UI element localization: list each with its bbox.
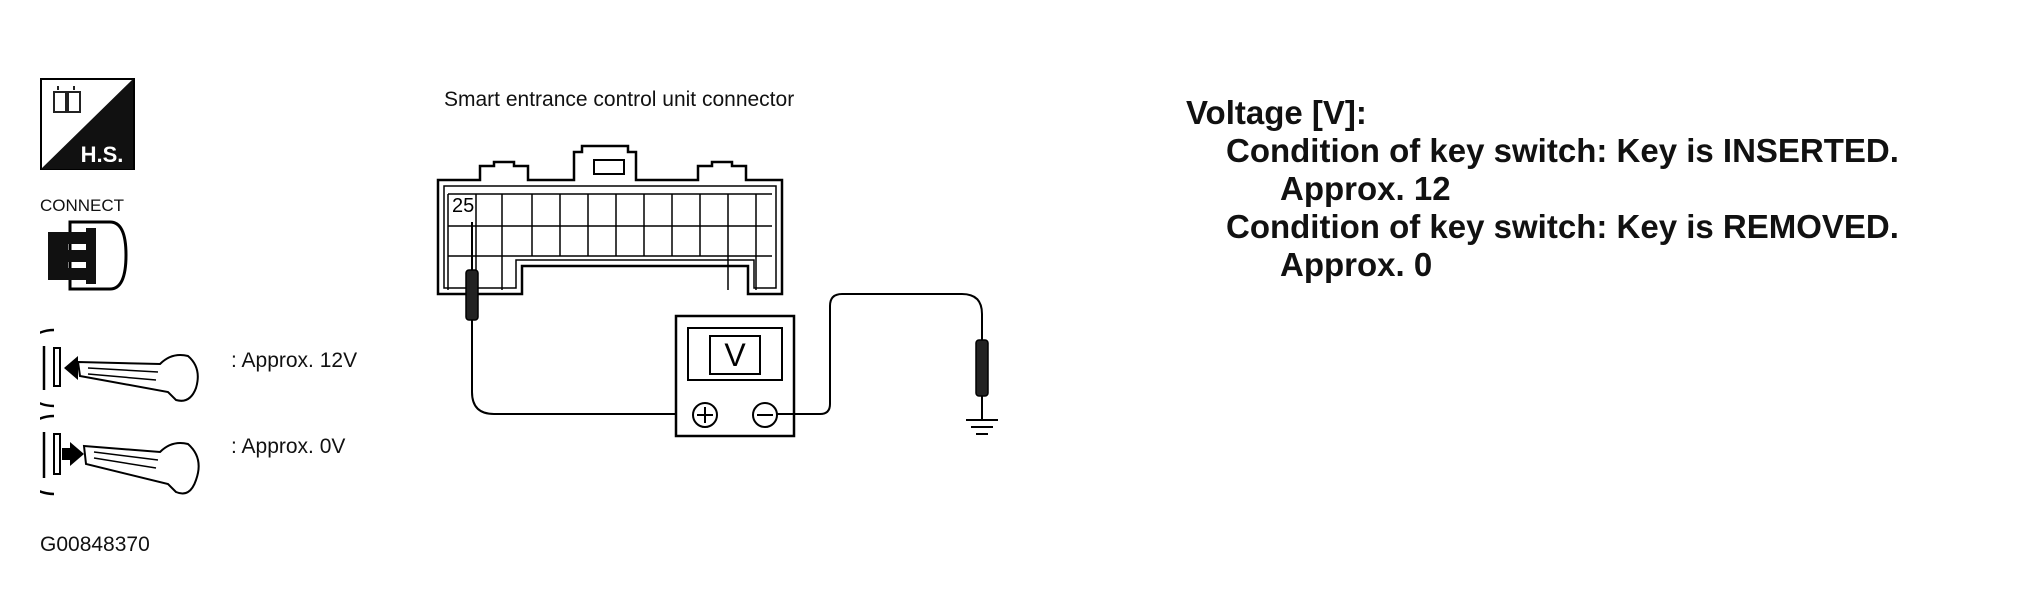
- figure-id: G00848370: [40, 533, 150, 556]
- pin-number: 25: [452, 195, 474, 217]
- connect-label: CONNECT: [40, 196, 125, 215]
- connector-outline: [436, 144, 784, 296]
- key-inserted-icon: [40, 328, 199, 408]
- key-removed-label: : Approx. 0V: [231, 435, 346, 458]
- spec-condition-removed: Condition of key switch: Key is REMOVED.: [1226, 208, 1899, 245]
- voltmeter: V: [674, 314, 796, 438]
- circuit-diagram: 25 V: [436, 144, 998, 438]
- meter-symbol: V: [724, 337, 746, 373]
- spec-heading: Voltage [V]:: [1186, 94, 1367, 131]
- positive-probe: [465, 222, 479, 321]
- connector-title: Smart entrance control unit connector: [444, 88, 795, 111]
- spec-condition-inserted: Condition of key switch: Key is INSERTED…: [1226, 132, 1899, 169]
- key-removed-icon: [40, 414, 200, 496]
- harness-service-icon: H.S.: [40, 78, 135, 170]
- connector-plug-icon: [48, 220, 128, 291]
- negative-probe: [975, 339, 989, 420]
- key-inserted-label: : Approx. 12V: [231, 349, 358, 372]
- spec-value-inserted: Approx. 12: [1280, 170, 1451, 207]
- spec-value-removed: Approx. 0: [1280, 246, 1433, 283]
- harness-label: H.S.: [81, 142, 124, 167]
- ground-symbol: [966, 419, 998, 435]
